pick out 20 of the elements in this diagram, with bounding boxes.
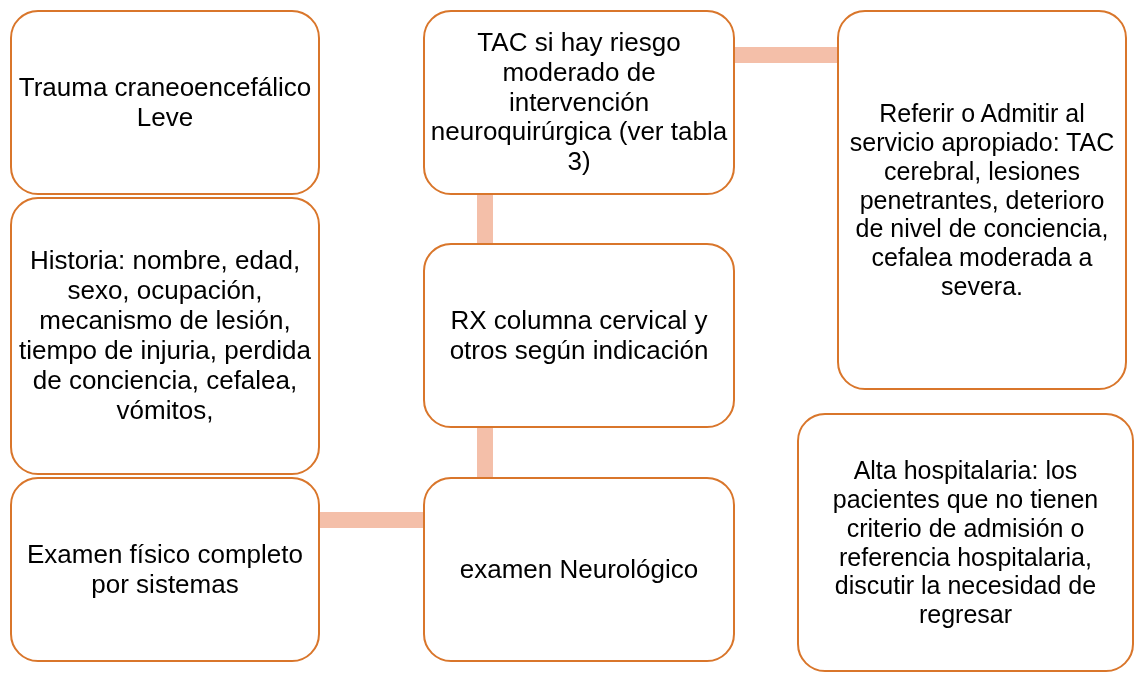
box-text: Historia: nombre, edad, sexo, ocupación, mecanismo de lesión, tiempo de injuria, perdida de conciencia, cefalea, vómitos, xyxy=(18,246,312,426)
connector xyxy=(735,47,837,63)
connector xyxy=(477,428,493,477)
connector xyxy=(477,195,493,243)
box-text: Alta hospitalaria: los pacientes que no tienen criterio de admisión o referencia hospitalaria, discutir la necesidad de regresar xyxy=(831,456,1100,629)
process-box xyxy=(837,10,1127,390)
process-box xyxy=(10,477,320,662)
process-box xyxy=(423,243,735,428)
box-text: Examen físico completo por sistemas xyxy=(26,539,304,600)
box-text: TAC si hay riesgo moderado de intervención neuroquirúrgica (ver tabla 3) xyxy=(429,27,729,178)
process-box xyxy=(797,413,1134,672)
box-text: Referir o Admitir al servicio apropiado: TAC cerebral, lesiones penetrantes, deterioro de nivel de conciencia, cefalea moderada a severa. xyxy=(848,99,1116,301)
process-box xyxy=(10,10,320,195)
box-text: RX columna cervical y otros según indicación xyxy=(448,305,710,366)
box-text: Trauma craneoencefálico Leve xyxy=(17,72,313,133)
process-box xyxy=(10,197,320,475)
process-box xyxy=(423,10,735,195)
process-box xyxy=(423,477,735,662)
connector xyxy=(320,512,423,528)
box-text: examen Neurológico xyxy=(459,554,699,585)
